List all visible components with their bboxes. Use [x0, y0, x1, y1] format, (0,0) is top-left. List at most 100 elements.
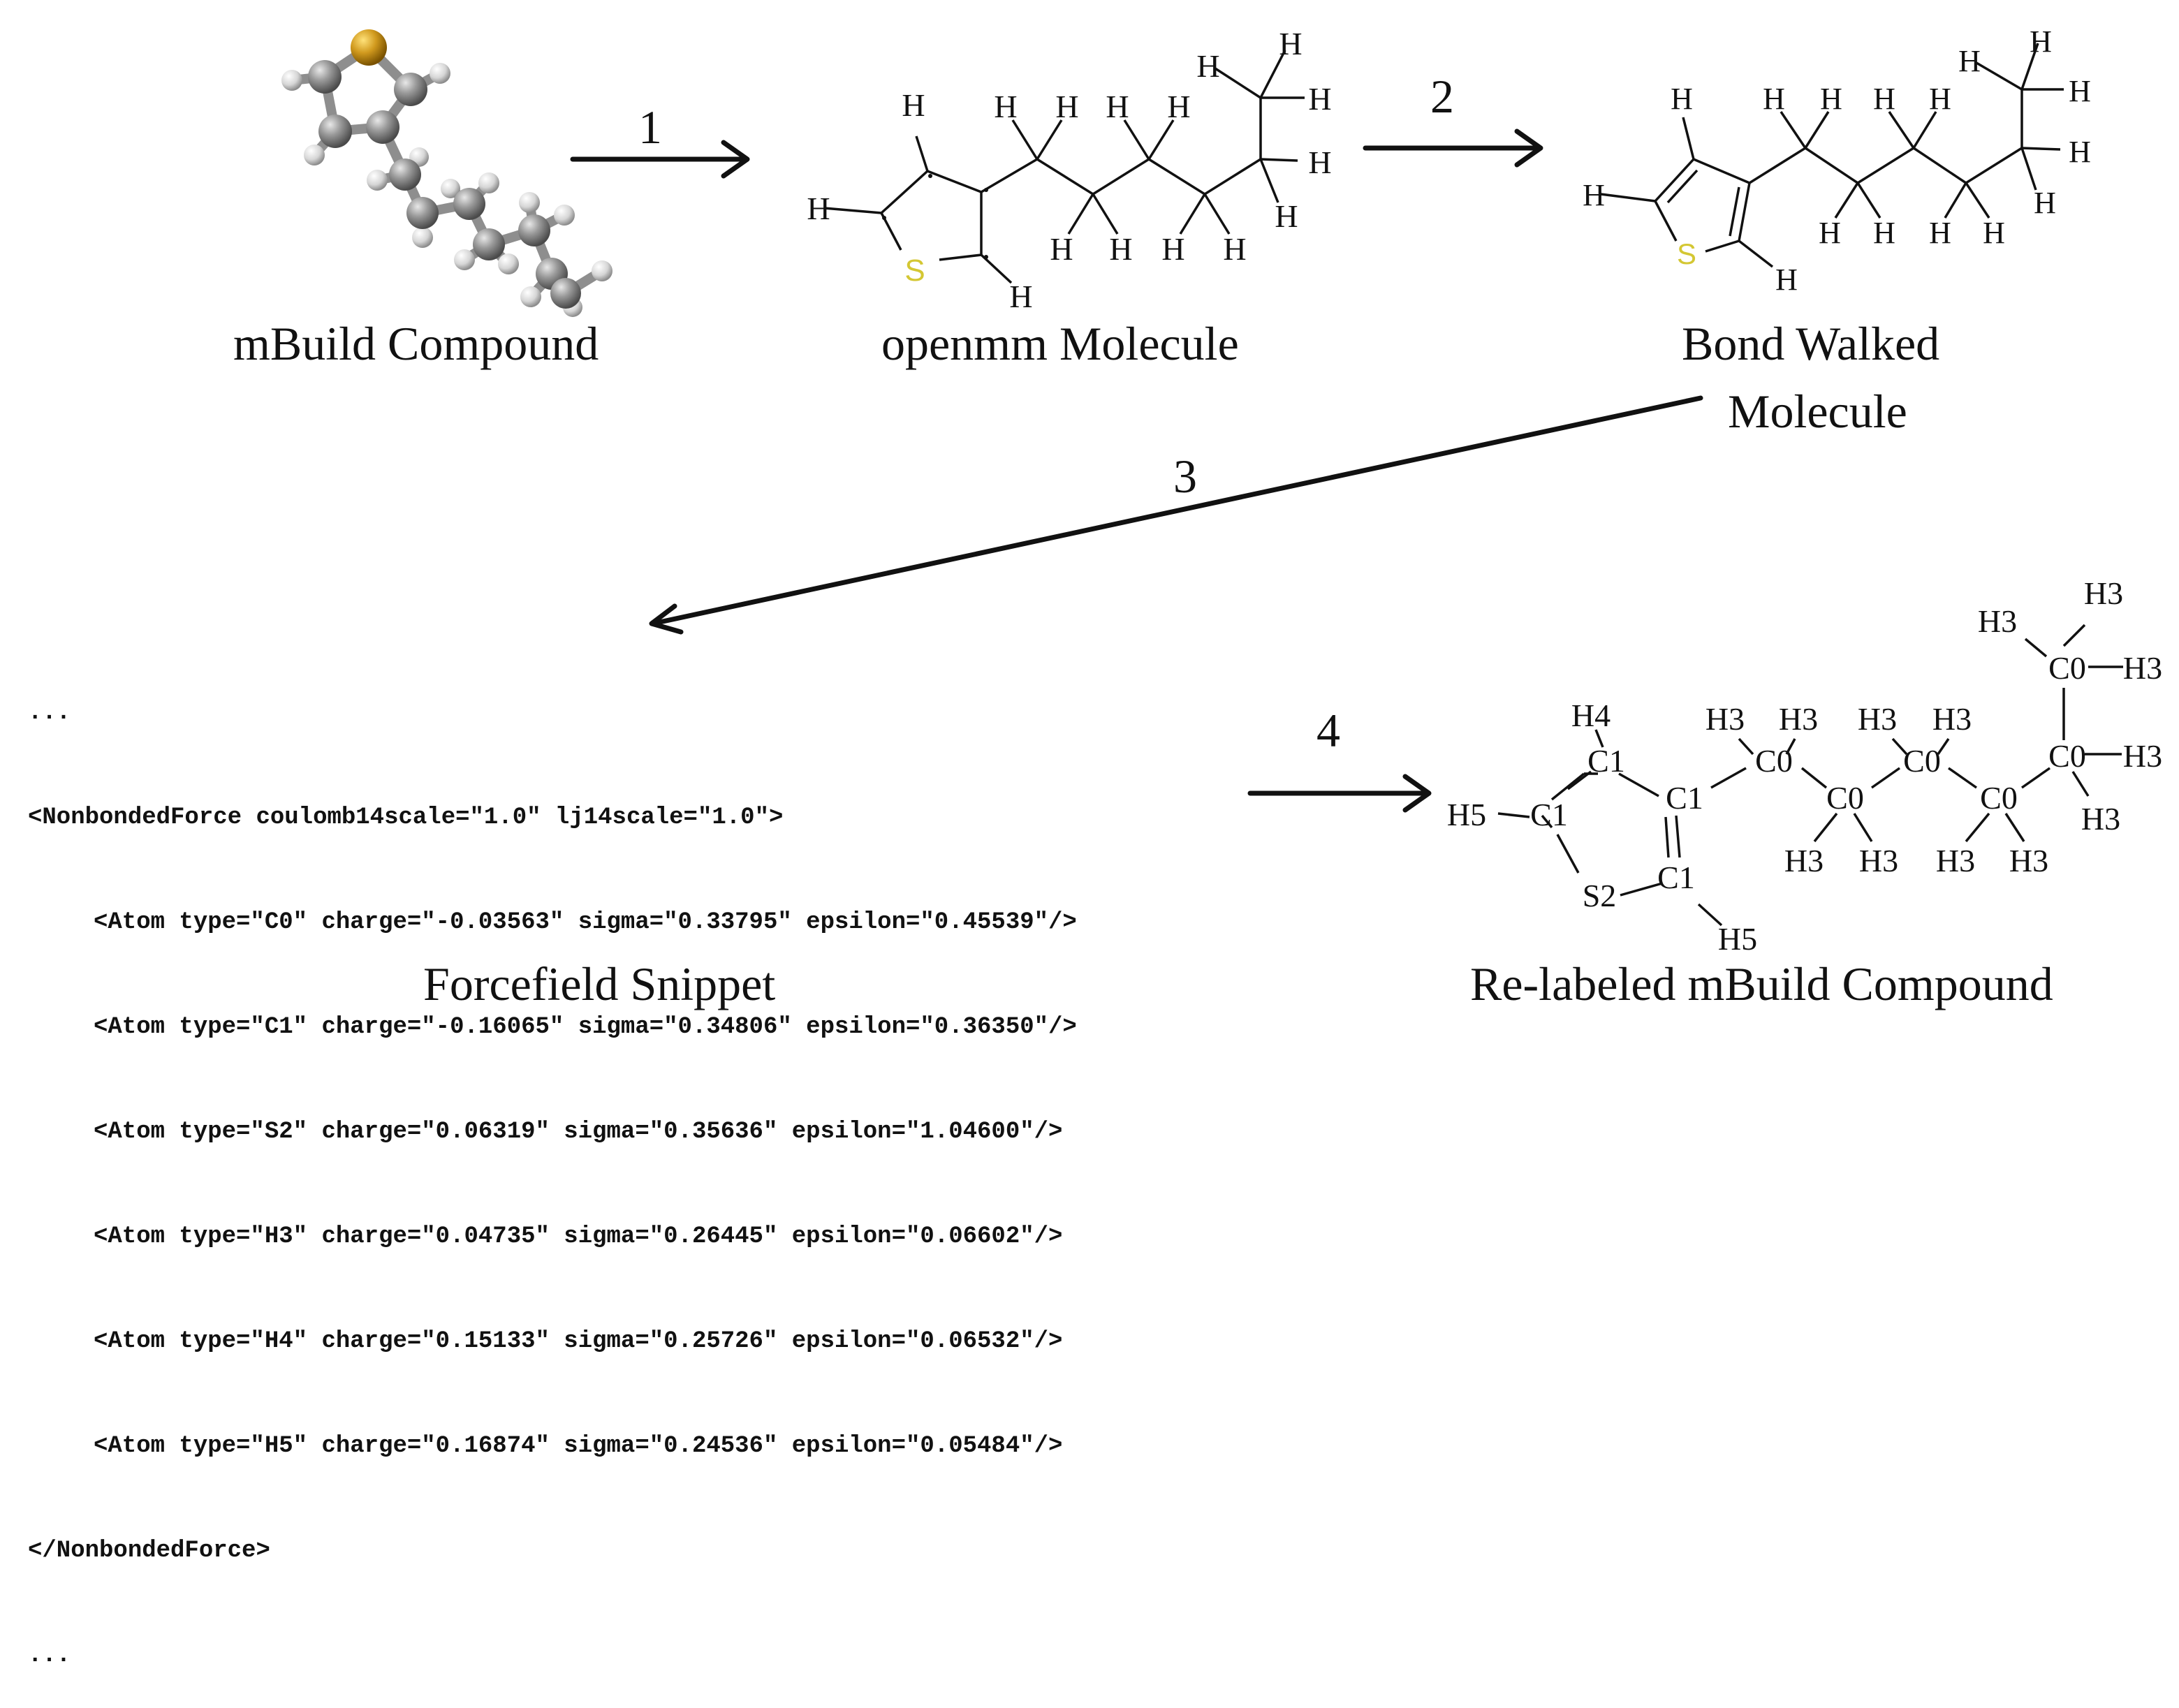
h3-label: H3	[1936, 843, 1975, 878]
snippet-ellipsis-bottom: ...	[28, 1642, 71, 1669]
c0-label: C0	[1755, 743, 1793, 779]
h4-label: H4	[1571, 698, 1611, 733]
h5-label: H5	[1447, 797, 1486, 832]
snippet-atom-line: <Atom type="H5" charge="0.16874" sigma="…	[94, 1433, 1063, 1459]
3d-hydrogens	[281, 63, 612, 317]
snippet-atom-line: <Atom type="S2" charge="0.06319" sigma="…	[94, 1119, 1063, 1145]
bond-walked-molecule-structure: H H H H H H H H H H H H H H H H S	[1583, 24, 2091, 297]
h-label: H	[1196, 48, 1219, 84]
h-label: H	[1223, 231, 1246, 267]
h3-label: H3	[1858, 701, 1897, 737]
h-label: H	[1106, 89, 1129, 124]
h-label: H	[1009, 279, 1032, 314]
s-label: S	[1677, 237, 1696, 270]
h-label: H	[1109, 231, 1132, 267]
h-label: H	[1763, 82, 1785, 116]
snippet-atom-line: <Atom type="C1" charge="-0.16065" sigma=…	[94, 1014, 1077, 1040]
3d-carbons	[308, 60, 581, 309]
openmm-atom-labels: H H H H H H H H H H H H H H H H S	[807, 26, 1331, 314]
forcefield-snippet-label: Forcefield Snippet	[423, 957, 776, 1010]
h-label: H	[1958, 44, 1981, 78]
h5-label: H5	[1718, 921, 1757, 957]
c1-label: C1	[1666, 780, 1703, 816]
h-label: H	[994, 89, 1017, 124]
h-label: H	[1050, 231, 1073, 267]
forcefield-xml-snippet: ... <NonbondedForce coulomb14scale="1.0"…	[28, 626, 1077, 1708]
h-label: H	[2069, 135, 2091, 169]
mbuild-compound-label: mBuild Compound	[233, 317, 599, 370]
h-label: H	[1929, 216, 1951, 250]
h3-label: H3	[2084, 575, 2123, 611]
h-label: H	[1983, 216, 2005, 250]
step-number-3: 3	[1173, 450, 1197, 503]
openmm-molecule-label: openmm Molecule	[881, 317, 1239, 370]
h-label: H	[1161, 231, 1184, 267]
snippet-atom-line: <Atom type="H3" charge="0.04735" sigma="…	[94, 1223, 1063, 1250]
h-label: H	[807, 191, 830, 226]
snippet-atom-line: <Atom type="H4" charge="0.15133" sigma="…	[94, 1328, 1063, 1355]
arrow-step-3	[649, 395, 1703, 635]
h3-label: H3	[1978, 603, 2017, 639]
arrow-step-2	[1363, 128, 1543, 168]
arrow-step-1	[570, 140, 750, 179]
relabeled-compound-label: Re-labeled mBuild Compound	[1470, 957, 2053, 1010]
h-label: H	[1671, 82, 1693, 116]
relabeled-compound-structure: C1 C1 C1 C1 S2 H4 H5 H5 C0 C0 C0 C0 C0 C…	[1447, 575, 2162, 957]
openmm-molecule-structure: H H H H H H H H H H H H H H H H S	[807, 26, 1331, 314]
h-label: H	[1308, 145, 1331, 180]
snippet-close-tag: </NonbondedForce>	[28, 1538, 270, 1564]
h-label: H	[1279, 26, 1302, 61]
snippet-atom-line: <Atom type="C0" charge="-0.03563" sigma=…	[94, 909, 1077, 936]
h3-label: H3	[2009, 843, 2048, 878]
h3-label: H3	[1705, 701, 1745, 737]
h3-label: H3	[2081, 801, 2120, 837]
h-label: H	[1583, 178, 1605, 212]
h-label: H	[1873, 82, 1895, 116]
bond-walked-bonds	[1600, 43, 2064, 268]
step-number-4: 4	[1316, 704, 1340, 757]
workflow-diagram: H H H H H H H H H H H H H H H H S	[281, 24, 2162, 957]
h3-label: H3	[1859, 843, 1898, 878]
snippet-ellipsis-top: ...	[28, 700, 71, 726]
h-label: H	[2030, 24, 2052, 59]
c0-label: C0	[2048, 738, 2086, 774]
c1-label: C1	[1587, 743, 1625, 779]
h3-label: H3	[1784, 843, 1824, 878]
c1-label: C1	[1657, 860, 1695, 895]
c0-label: C0	[2048, 650, 2086, 686]
s-label: S	[904, 253, 925, 288]
relabeled-bonds	[1497, 624, 2123, 927]
c0-label: C0	[1826, 780, 1864, 816]
h-label: H	[1775, 263, 1798, 297]
h3-label: H3	[2123, 738, 2162, 774]
h-label: H	[1873, 216, 1895, 250]
snippet-open-tag: <NonbondedForce coulomb14scale="1.0" lj1…	[28, 804, 784, 831]
h-label: H	[1820, 82, 1842, 116]
h3-label: H3	[1779, 701, 1818, 737]
bond-walked-atom-labels: H H H H H H H H H H H H H H H H S	[1583, 24, 2091, 297]
h-label: H	[902, 87, 925, 123]
h-label: H	[1308, 81, 1331, 117]
c1-label: C1	[1530, 797, 1568, 832]
bond-walked-label-line2: Molecule	[1728, 385, 1907, 438]
h-label: H	[1167, 89, 1190, 124]
s2-label: S2	[1583, 878, 1617, 913]
h-label: H	[2034, 186, 2056, 220]
c0-label: C0	[1980, 780, 2018, 816]
h-label: H	[1055, 89, 1078, 124]
h-label: H	[1275, 198, 1298, 234]
openmm-radical-dots	[882, 174, 988, 259]
relabeled-atom-labels: C1 C1 C1 C1 S2 H4 H5 H5 C0 C0 C0 C0 C0 C…	[1447, 575, 2162, 957]
c0-label: C0	[1903, 743, 1941, 779]
step-number-1: 1	[638, 101, 662, 154]
h-label: H	[2069, 74, 2091, 108]
arrow-step-4	[1247, 774, 1432, 813]
bond-walked-label-line1: Bond Walked	[1682, 317, 1940, 370]
h-label: H	[1819, 216, 1841, 250]
h3-label: H3	[1932, 701, 1972, 737]
mbuild-compound-3d-model	[281, 29, 612, 317]
3d-sulfur-atom	[351, 29, 387, 66]
arrows	[570, 128, 1703, 813]
step-number-2: 2	[1430, 70, 1454, 123]
h-label: H	[1929, 82, 1951, 116]
